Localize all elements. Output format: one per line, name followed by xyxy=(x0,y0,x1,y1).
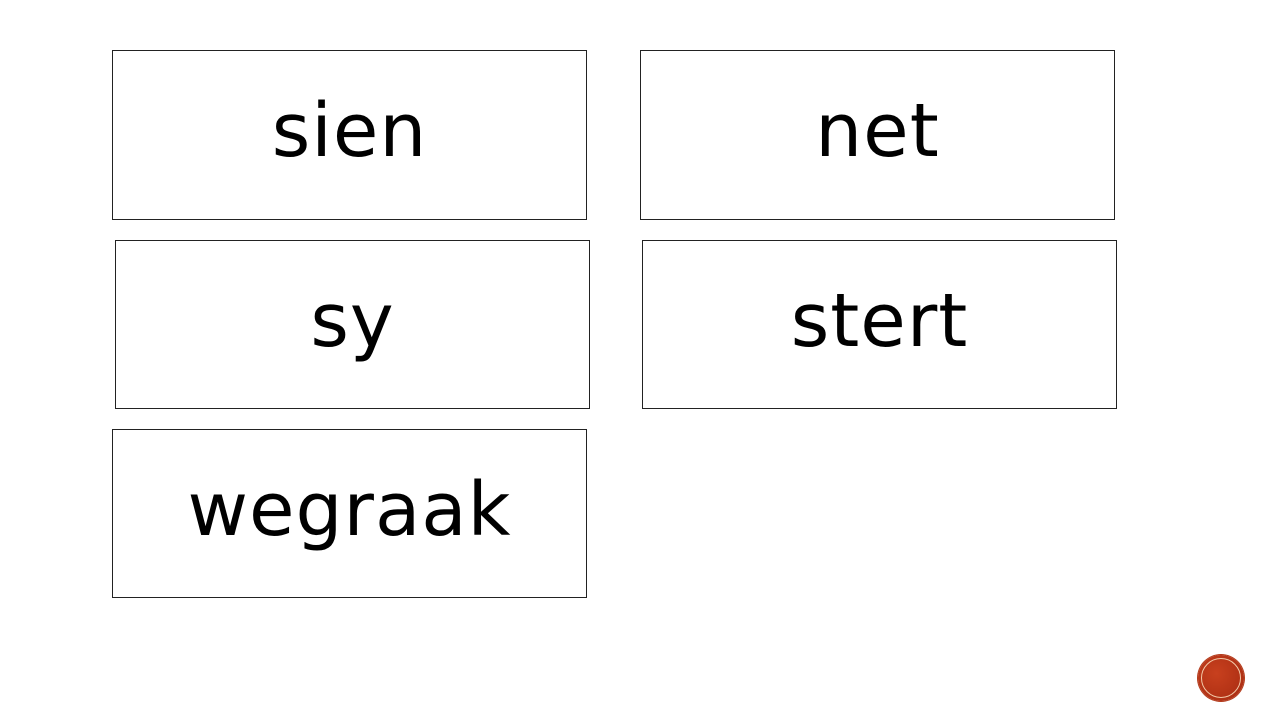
word-text: sien xyxy=(271,88,428,174)
word-text: wegraak xyxy=(187,466,512,553)
word-card-wegraak[interactable]: wegraak xyxy=(112,429,587,598)
word-card-stert[interactable]: stert xyxy=(642,240,1117,409)
next-slide-button[interactable] xyxy=(1198,655,1244,701)
word-card-sien[interactable]: sien xyxy=(112,50,587,220)
word-card-net[interactable]: net xyxy=(640,50,1115,220)
word-text: net xyxy=(815,88,940,174)
word-text: stert xyxy=(790,277,969,364)
word-card-sy[interactable]: sy xyxy=(115,240,590,409)
word-text: sy xyxy=(310,277,395,364)
